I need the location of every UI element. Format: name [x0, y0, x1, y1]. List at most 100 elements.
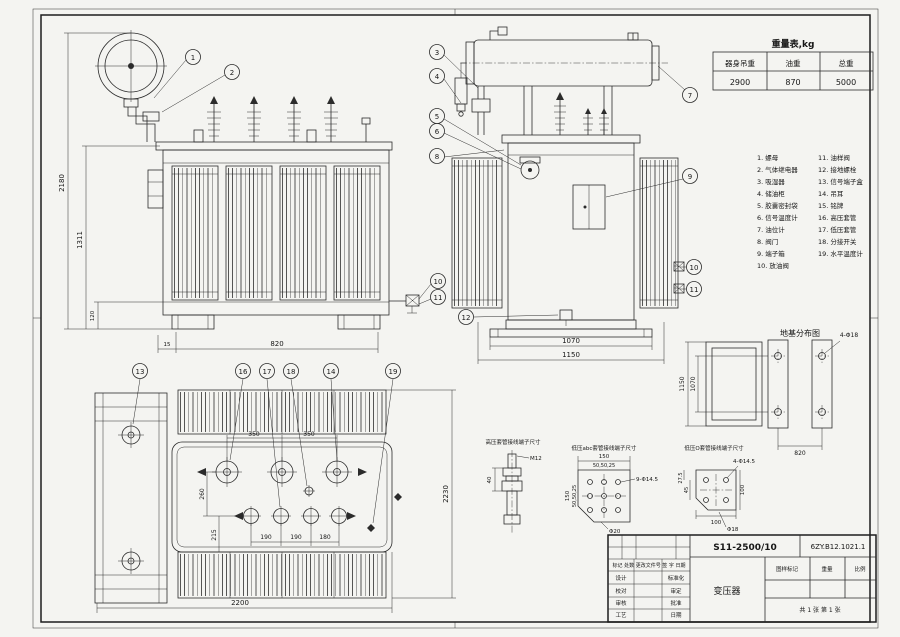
- foundation-inner-height: 1070: [690, 376, 697, 391]
- callout-8: 8: [429, 148, 505, 164]
- sig-date: 日期: [670, 612, 682, 619]
- front-radiator-fins-4: [336, 168, 378, 298]
- hv-terminal-title: 高压套管接线端子尺寸: [485, 438, 541, 446]
- weight-table: 重量表,kg 器身吊重 油重 总重 2900 870 5000: [712, 38, 874, 91]
- side-radiator-fins-right: [642, 160, 676, 306]
- lv-abc-width: 150: [599, 454, 610, 460]
- svg-text:14: 14: [327, 368, 336, 376]
- top-view-dimensions: 350 350 260 215 190 190 180 2200 2230: [96, 389, 456, 613]
- sig-standardization: 标准化: [668, 574, 685, 582]
- lv-abc-title: 低压abc套管接线端子尺寸: [572, 444, 637, 452]
- callout-18: 18: [283, 363, 308, 487]
- front-view-dimensions: 2180 1311 120 15 820: [58, 32, 379, 353]
- parts-item-13: 13. 信号端子盒: [818, 177, 863, 186]
- dim-overall-depth: 2230: [442, 485, 450, 503]
- top-view: [94, 389, 402, 604]
- weight-header-oil: 油重: [786, 58, 801, 68]
- parts-item-10: 10. 放油阀: [757, 261, 789, 270]
- dim-hv-pitch1: 350: [248, 431, 260, 438]
- svg-text:8: 8: [435, 153, 439, 161]
- callout-7: 7: [657, 65, 698, 103]
- dim-hv-pitch2: 350: [303, 431, 315, 438]
- dim-overall-width: 2200: [231, 599, 249, 607]
- weight-value-total: 5000: [836, 78, 856, 87]
- front-radiator-fins-1: [174, 168, 216, 298]
- parts-item-16: 16. 高压套管: [818, 213, 857, 222]
- sig-approve-review: 审定: [670, 587, 682, 595]
- svg-text:12: 12: [462, 314, 471, 322]
- svg-text:11: 11: [434, 294, 443, 302]
- dim-row-gap: 260: [199, 488, 206, 500]
- svg-text:17: 17: [263, 368, 272, 376]
- dim-lv-pitch1: 190: [260, 534, 272, 541]
- svg-text:2: 2: [230, 69, 234, 77]
- sheet-count: 共 1 张 第 1 张: [799, 606, 840, 614]
- dim-lv-pitch2: 190: [290, 534, 302, 541]
- callout-6: 6: [429, 123, 522, 170]
- callout-19: 19: [372, 363, 401, 524]
- side-view: [451, 26, 685, 338]
- parts-item-9: 9. 端子箱: [757, 249, 785, 258]
- foundation-plan: 地基分布图 4-Φ18 1150 1070 820: [679, 328, 858, 457]
- hv-thread: M12: [530, 456, 542, 462]
- lv-abc-pitches-top: 50,50,25: [593, 463, 615, 469]
- svg-text:4: 4: [435, 73, 440, 81]
- dim-tank-height: 1311: [76, 231, 84, 249]
- svg-text:18: 18: [287, 368, 296, 376]
- lv-o-terminal-detail: 低压O套管接线端子尺寸 4-Φ14.5 45 27.5 100 100 Φ18: [678, 444, 756, 533]
- revision-header: 标记 处数 更改文件号 签 字 日期: [613, 562, 686, 569]
- callout-1: 1: [153, 49, 201, 99]
- front-radiator-fins-2: [228, 168, 270, 298]
- sig-process: 工艺: [615, 612, 627, 619]
- svg-text:5: 5: [435, 113, 439, 121]
- foundation-title: 地基分布图: [780, 328, 820, 338]
- parts-item-18: 18. 分接开关: [818, 237, 857, 246]
- lv-o-stud: Φ18: [727, 527, 739, 533]
- dim-lv-row: 215: [211, 529, 218, 541]
- svg-text:16: 16: [239, 368, 248, 376]
- dim-foot: 15: [164, 342, 171, 348]
- weight-header-body: 器身吊重: [725, 58, 755, 68]
- parts-item-8: 8. 阀门: [757, 237, 778, 246]
- lv-abc-height: 150: [565, 490, 571, 501]
- dim-total-height: 2180: [58, 174, 66, 192]
- lv-o-height: 100: [740, 484, 746, 495]
- svg-text:9: 9: [688, 173, 692, 181]
- callout-4: 4: [429, 68, 462, 104]
- svg-text:3: 3: [435, 49, 439, 57]
- svg-text:1: 1: [191, 54, 195, 62]
- dim-side-overall: 1150: [562, 351, 580, 359]
- weight-header-total: 总重: [839, 58, 854, 68]
- parts-item-1: 1. 螺母: [757, 153, 779, 162]
- hv-terminal-detail: 高压套管接线端子尺寸 40 M12: [485, 438, 542, 534]
- front-radiator-fins-3: [282, 168, 324, 298]
- dim-base-width: 820: [270, 340, 283, 348]
- callout-14: 14: [323, 363, 339, 461]
- dim-base-height: 120: [90, 310, 96, 321]
- parts-item-12: 12. 接地螺栓: [818, 165, 857, 174]
- parts-item-19: 19. 水平温度计: [818, 249, 863, 258]
- parts-item-2: 2. 气体继电器: [757, 165, 798, 174]
- callout-9: 9: [605, 168, 698, 198]
- scale-label: 比例: [854, 565, 866, 573]
- parts-item-5: 5. 胶囊密封袋: [757, 201, 798, 210]
- parts-item-11: 11. 油样阀: [818, 153, 850, 162]
- dim-lv-pitch3: 180: [319, 534, 331, 541]
- parts-item-17: 17. 低压套管: [818, 225, 857, 234]
- callout-12: 12: [458, 309, 559, 325]
- callout-17: 17: [259, 363, 281, 508]
- product-name: 变压器: [713, 585, 740, 597]
- svg-text:10: 10: [434, 278, 443, 286]
- svg-text:7: 7: [688, 92, 692, 100]
- side-radiator-fins-left: [454, 160, 500, 306]
- dim-side-base: 1070: [562, 337, 580, 345]
- weight-label: 重量: [821, 565, 833, 573]
- weight-value-oil: 870: [785, 78, 800, 87]
- parts-item-15: 15. 铭牌: [818, 201, 844, 210]
- foundation-holes-label: 4-Φ18: [840, 332, 859, 339]
- callout-11-front: 11: [418, 289, 446, 305]
- callout-2: 2: [161, 64, 240, 113]
- lv-o-pitch-v: 45: [684, 487, 690, 493]
